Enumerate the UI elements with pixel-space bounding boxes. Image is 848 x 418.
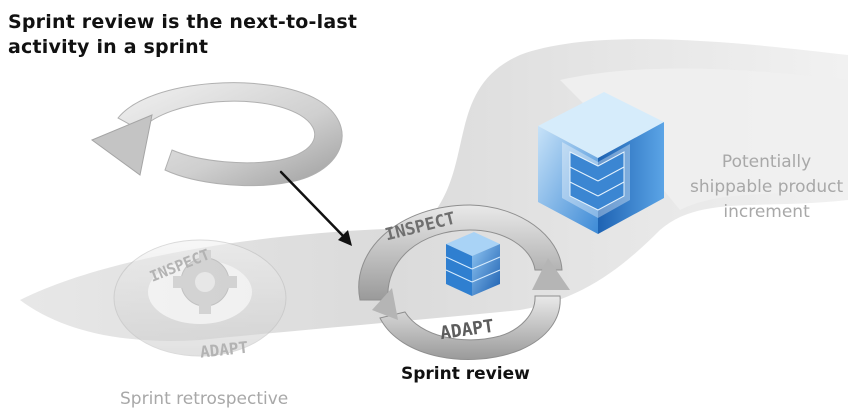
increment-caption: Potentially shippable product increment	[690, 152, 844, 222]
pointer-arrow	[279, 170, 352, 246]
big-increment-cube	[538, 92, 664, 234]
sprint-review-caption: Sprint review	[401, 364, 530, 384]
gear-icon	[173, 250, 237, 314]
sprint-loop-arrow	[90, 82, 343, 187]
retrospective-ring	[113, 239, 287, 357]
sprint-path-highlight	[560, 68, 848, 210]
small-increment-cube	[445, 232, 501, 296]
sprint-retrospective-caption: Sprint retrospective	[120, 389, 289, 409]
diagram-title: Sprint review is the next-to-last activi…	[8, 11, 358, 58]
review-ring	[358, 204, 570, 360]
retro-adapt-label: ADAPT	[199, 338, 249, 362]
